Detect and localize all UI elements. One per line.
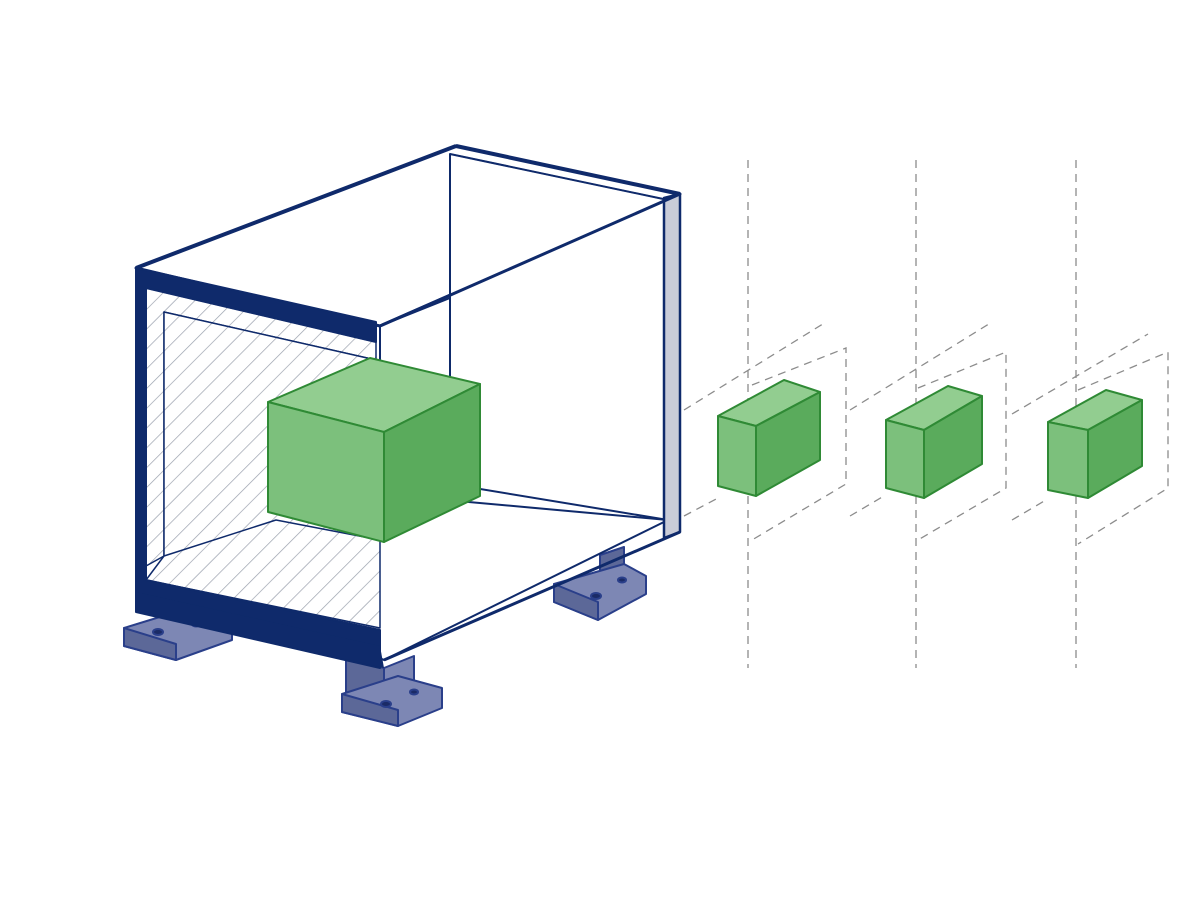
small-green-blocks (717, 379, 1143, 499)
enclosure-inner-floor (145, 519, 381, 629)
guide-line-left (683, 497, 719, 517)
enclosure-right-panel (449, 153, 669, 521)
block-3 (1047, 389, 1143, 499)
large-block-side (383, 383, 481, 543)
enclosure-front-frame (135, 267, 381, 669)
block-2 (885, 385, 983, 499)
large-green-block (267, 357, 481, 543)
enclosure-right-edge (662, 192, 682, 540)
foot-center (341, 655, 443, 727)
block-1 (717, 379, 821, 497)
enclosure-bottom-rail (136, 592, 384, 668)
